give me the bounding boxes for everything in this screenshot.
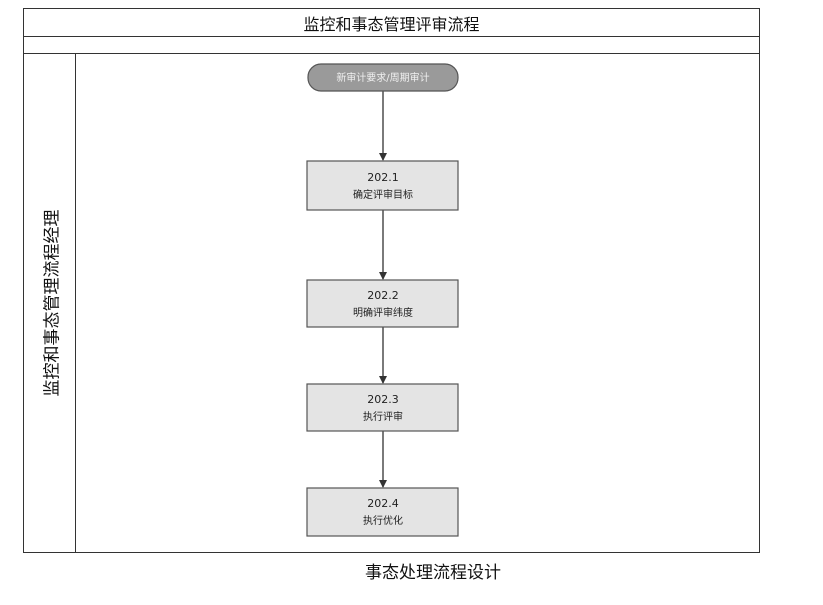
lane-header: 监控和事态管理流程经理 xyxy=(24,54,76,552)
step-202-3: 202.3 执行评审 xyxy=(306,383,459,432)
process-title: 监控和事态管理评审流程 xyxy=(24,9,759,37)
step-label: 确定评审目标 xyxy=(353,188,413,201)
step-id: 202.2 xyxy=(367,289,399,302)
step-202-2: 202.2 明确评审纬度 xyxy=(306,279,459,328)
step-label: 执行优化 xyxy=(363,514,403,527)
step-label: 执行评审 xyxy=(363,410,403,423)
header-spacer-row xyxy=(24,37,759,54)
step-label: 明确评审纬度 xyxy=(353,306,413,319)
step-id: 202.3 xyxy=(367,393,399,406)
step-202-1: 202.1 确定评审目标 xyxy=(306,160,459,211)
start-node-label: 新审计要求/周期审计 xyxy=(336,71,429,84)
step-id: 202.1 xyxy=(367,171,399,184)
step-202-4: 202.4 执行优化 xyxy=(306,487,459,537)
step-id: 202.4 xyxy=(367,497,399,510)
start-node: 新审计要求/周期审计 xyxy=(307,63,459,92)
swimlane-frame: 监控和事态管理评审流程 监控和事态管理流程经理 xyxy=(23,8,760,553)
figure-caption: 事态处理流程设计 xyxy=(365,563,501,583)
